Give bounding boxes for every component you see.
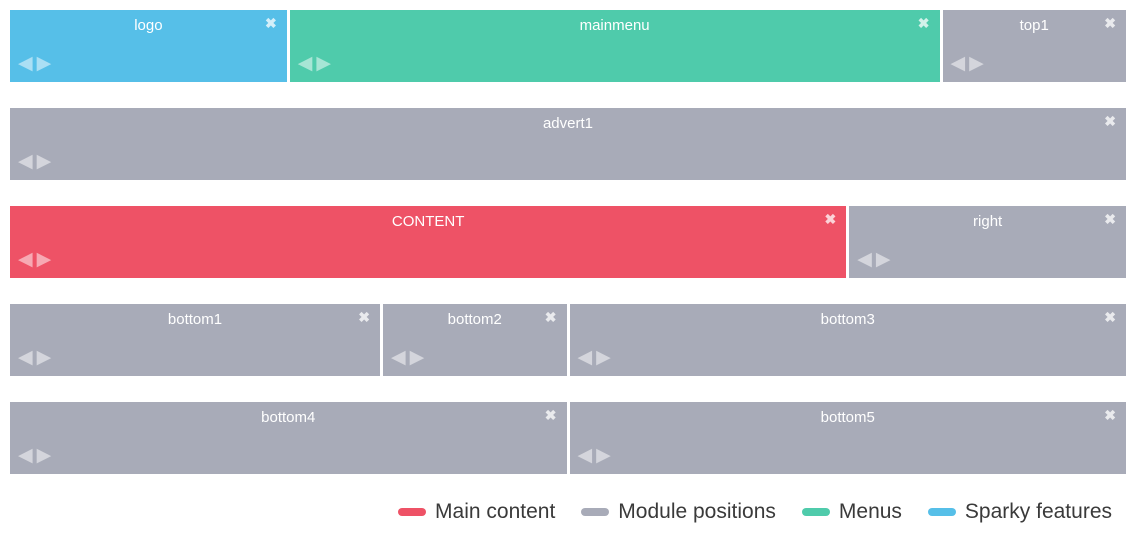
- move-left-icon[interactable]: ◀: [297, 53, 313, 74]
- layout-row-1: logo ✖ ◀ ▶ mainmenu ✖ ◀ ▶ top1 ✖ ◀ ▶: [10, 10, 1126, 82]
- move-right-icon[interactable]: ▶: [36, 347, 52, 368]
- block-label: logo: [134, 17, 163, 34]
- close-icon[interactable]: ✖: [265, 15, 277, 31]
- move-right-icon[interactable]: ▶: [316, 53, 331, 74]
- legend-item-menus: Menus: [801, 500, 902, 524]
- close-icon[interactable]: ✖: [544, 309, 557, 325]
- block-label: top1: [1019, 17, 1049, 34]
- block-label: bottom5: [820, 409, 875, 426]
- close-icon[interactable]: ✖: [917, 15, 930, 31]
- layout-row-2: advert1 ✖ ◀ ▶: [10, 108, 1126, 180]
- move-left-icon[interactable]: ◀: [950, 53, 966, 74]
- block-label: bottom2: [447, 311, 502, 328]
- resize-arrows: ◀ ▶: [578, 348, 611, 367]
- close-icon[interactable]: ✖: [358, 309, 370, 325]
- close-icon[interactable]: ✖: [1104, 211, 1116, 227]
- move-left-icon[interactable]: ◀: [577, 347, 593, 368]
- resize-arrows: ◀ ▶: [857, 250, 890, 269]
- layout-block-bottom2[interactable]: bottom2 ✖ ◀ ▶: [383, 304, 567, 376]
- move-left-icon[interactable]: ◀: [18, 53, 33, 74]
- legend-label: Main content: [435, 500, 556, 523]
- resize-arrows: ◀ ▶: [391, 348, 424, 367]
- move-right-icon[interactable]: ▶: [875, 249, 891, 270]
- legend-label: Module positions: [618, 500, 776, 523]
- move-right-icon[interactable]: ▶: [596, 347, 611, 368]
- move-left-icon[interactable]: ◀: [18, 151, 33, 172]
- block-label: bottom4: [261, 409, 316, 426]
- resize-arrows: ◀ ▶: [18, 54, 51, 73]
- legend: Main content Module positions Menus Spar…: [10, 500, 1126, 524]
- layout-block-bottom3[interactable]: bottom3 ✖ ◀ ▶: [569, 304, 1126, 376]
- block-label: right: [973, 213, 1003, 230]
- move-left-icon[interactable]: ◀: [18, 347, 33, 368]
- resize-arrows: ◀ ▶: [298, 54, 331, 73]
- layout-block-bottom5[interactable]: bottom5 ✖ ◀ ▶: [569, 402, 1126, 474]
- move-left-icon[interactable]: ◀: [577, 445, 593, 466]
- block-label: advert1: [542, 115, 594, 132]
- block-label: bottom1: [167, 311, 223, 328]
- layout-block-bottom1[interactable]: bottom1 ✖ ◀ ▶: [10, 304, 380, 376]
- move-right-icon[interactable]: ▶: [36, 53, 52, 74]
- move-right-icon[interactable]: ▶: [36, 445, 52, 466]
- legend-item-module-positions: Module positions: [581, 500, 776, 524]
- block-label: CONTENT: [391, 213, 465, 230]
- layout-block-bottom4[interactable]: bottom4 ✖ ◀ ▶: [10, 402, 567, 474]
- legend-item-main-content: Main content: [398, 500, 555, 524]
- legend-swatch-module-positions: [581, 508, 610, 516]
- close-icon[interactable]: ✖: [1104, 309, 1116, 325]
- legend-label: Sparky features: [964, 500, 1112, 523]
- legend-swatch-sparky-features: [927, 508, 956, 516]
- move-right-icon[interactable]: ▶: [36, 151, 52, 172]
- resize-arrows: ◀ ▶: [18, 152, 51, 171]
- layout-block-logo[interactable]: logo ✖ ◀ ▶: [10, 10, 287, 82]
- resize-arrows: ◀ ▶: [18, 250, 51, 269]
- move-right-icon[interactable]: ▶: [596, 445, 611, 466]
- layout-block-right[interactable]: right ✖ ◀ ▶: [849, 206, 1126, 278]
- resize-arrows: ◀ ▶: [578, 446, 611, 465]
- layout-row-4: bottom1 ✖ ◀ ▶ bottom2 ✖ ◀ ▶ bottom3 ✖ ◀ …: [10, 304, 1126, 376]
- layout-block-content[interactable]: CONTENT ✖ ◀ ▶: [10, 206, 847, 278]
- move-left-icon[interactable]: ◀: [391, 347, 406, 368]
- layout-row-3: CONTENT ✖ ◀ ▶ right ✖ ◀ ▶: [10, 206, 1126, 278]
- block-label: mainmenu: [579, 17, 650, 34]
- layout-block-mainmenu[interactable]: mainmenu ✖ ◀ ▶: [289, 10, 940, 82]
- close-icon[interactable]: ✖: [544, 407, 557, 423]
- layout-builder: logo ✖ ◀ ▶ mainmenu ✖ ◀ ▶ top1 ✖ ◀ ▶: [10, 10, 1126, 524]
- resize-arrows: ◀ ▶: [951, 54, 984, 73]
- legend-swatch-menus: [801, 508, 830, 516]
- move-left-icon[interactable]: ◀: [18, 249, 33, 270]
- legend-label: Menus: [838, 500, 902, 523]
- close-icon[interactable]: ✖: [824, 211, 837, 227]
- layout-block-advert1[interactable]: advert1 ✖ ◀ ▶: [10, 108, 1126, 180]
- close-icon[interactable]: ✖: [1104, 113, 1116, 129]
- close-icon[interactable]: ✖: [1104, 407, 1116, 423]
- resize-arrows: ◀ ▶: [18, 348, 51, 367]
- move-left-icon[interactable]: ◀: [857, 249, 872, 270]
- move-right-icon[interactable]: ▶: [409, 347, 425, 368]
- legend-swatch-main-content: [398, 508, 427, 516]
- layout-block-top1[interactable]: top1 ✖ ◀ ▶: [942, 10, 1126, 82]
- move-right-icon[interactable]: ▶: [969, 53, 984, 74]
- legend-item-sparky-features: Sparky features: [927, 500, 1112, 524]
- resize-arrows: ◀ ▶: [18, 446, 51, 465]
- block-label: bottom3: [820, 311, 875, 328]
- close-icon[interactable]: ✖: [1104, 15, 1116, 31]
- move-right-icon[interactable]: ▶: [36, 249, 52, 270]
- move-left-icon[interactable]: ◀: [18, 445, 33, 466]
- layout-row-5: bottom4 ✖ ◀ ▶ bottom5 ✖ ◀ ▶: [10, 402, 1126, 474]
